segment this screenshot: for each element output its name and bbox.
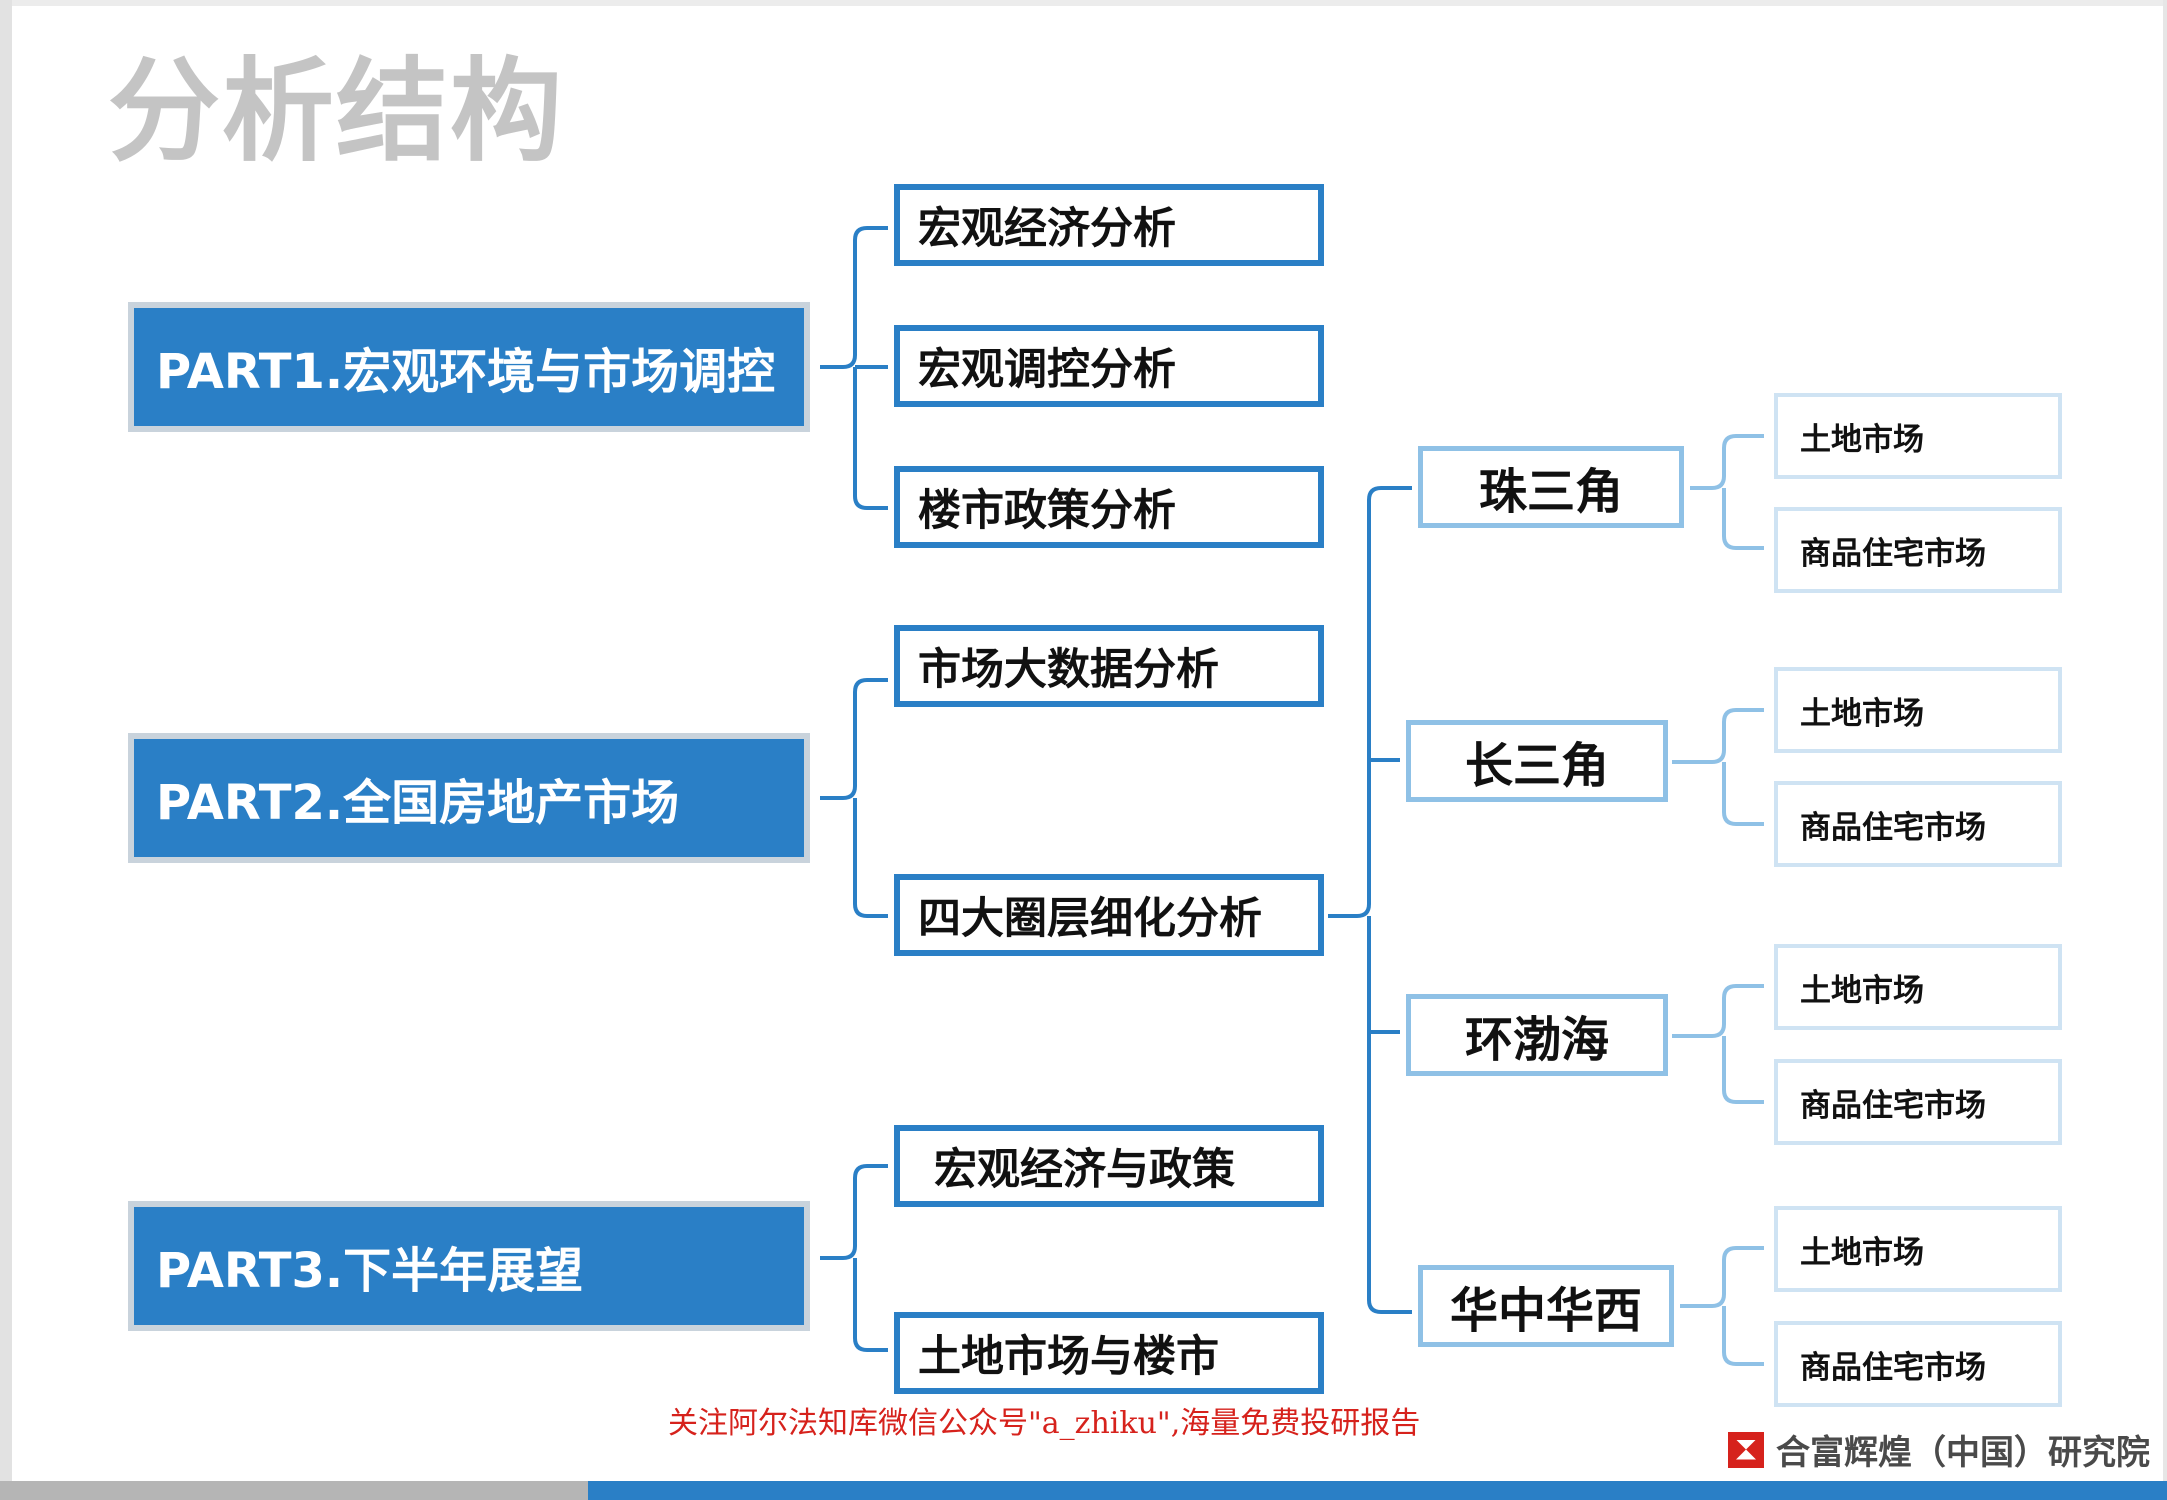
leaf-residential-market: 商品住宅市场 (1774, 507, 2062, 593)
part3-connector (820, 1164, 888, 1352)
part-box-1: PART1.宏观环境与市场调控 (134, 308, 804, 426)
subsection-market-big-data: 市场大数据分析 (894, 625, 1324, 707)
regions-connector (1328, 486, 1412, 1314)
brand: 合富辉煌（中国）研究院 (1728, 1425, 2150, 1474)
region-bohai-rim: 环渤海 (1406, 994, 1668, 1076)
leaf-residential-market: 商品住宅市场 (1774, 1321, 2062, 1407)
subsection-four-regions: 四大圈层细化分析 (894, 874, 1324, 956)
brand-logo-icon (1728, 1431, 1764, 1468)
subsection-macro-economy: 宏观经济分析 (894, 184, 1324, 266)
footer-note: 关注阿尔法知库微信公众号"a_zhiku",海量免费投研报告 (668, 1406, 1421, 1441)
frame-top (0, 0, 2167, 6)
frame-right (2163, 0, 2167, 1500)
subsection-macro-policy: 宏观经济与政策 (894, 1125, 1324, 1207)
footer-bar-gray (0, 1481, 588, 1500)
footer-bar-blue (588, 1481, 2167, 1500)
part-box-3: PART3.下半年展望 (134, 1207, 804, 1325)
region2-connector (1672, 708, 1764, 826)
frame-left (0, 0, 12, 1500)
page-title: 分析结构 (108, 47, 564, 177)
region-yangtze-river-delta: 长三角 (1406, 720, 1668, 802)
leaf-land-market: 土地市场 (1774, 1206, 2062, 1292)
brand-name: 合富辉煌（中国）研究院 (1776, 1433, 2150, 1473)
leaf-residential-market: 商品住宅市场 (1774, 1059, 2062, 1145)
leaf-land-market: 土地市场 (1774, 667, 2062, 753)
region1-connector (1690, 434, 1764, 550)
region-pearl-river-delta: 珠三角 (1418, 446, 1684, 528)
subsection-land-housing: 土地市场与楼市 (894, 1312, 1324, 1394)
subsection-housing-policy: 楼市政策分析 (894, 466, 1324, 548)
region4-connector (1680, 1246, 1764, 1366)
part2-connector (820, 678, 888, 918)
leaf-land-market: 土地市场 (1774, 944, 2062, 1030)
part1-connector (820, 226, 888, 510)
region3-connector (1672, 984, 1764, 1104)
part-box-2: PART2.全国房地产市场 (134, 739, 804, 857)
region-central-west-china: 华中华西 (1418, 1265, 1674, 1347)
leaf-residential-market: 商品住宅市场 (1774, 781, 2062, 867)
leaf-land-market: 土地市场 (1774, 393, 2062, 479)
subsection-macro-control: 宏观调控分析 (894, 325, 1324, 407)
